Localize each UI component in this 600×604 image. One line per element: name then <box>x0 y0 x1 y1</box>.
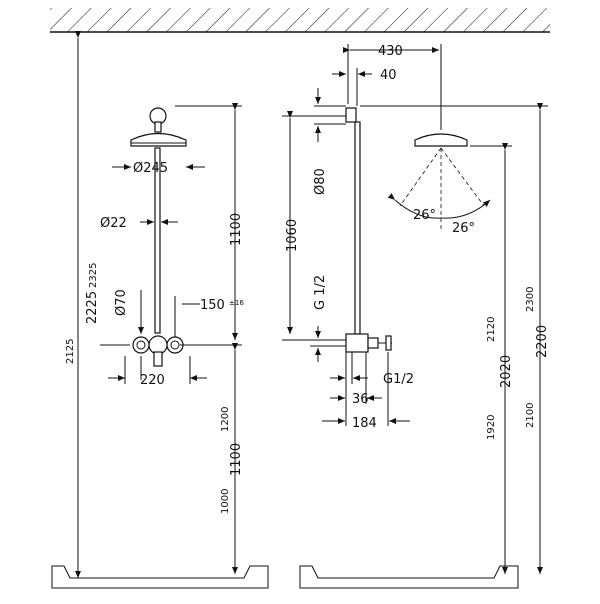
side-view-shower <box>345 105 468 353</box>
ceiling <box>50 8 550 33</box>
front-dimension-lines <box>75 31 242 578</box>
dim-head-diameter: Ø245 <box>133 161 168 176</box>
dim-pipe-diameter: Ø22 <box>100 216 127 231</box>
dim-depth-36: 36 <box>352 392 369 407</box>
dim-offset: 150 <box>200 298 225 313</box>
dim-wall-diameter: Ø80 <box>313 168 328 195</box>
dim-top-height-min: 2100 <box>525 403 536 428</box>
dim-head-height-min: 1920 <box>486 415 497 440</box>
dim-mixer-width: 220 <box>140 373 165 388</box>
dim-top-height: 2200 <box>535 325 550 358</box>
dim-head-height: 1100 <box>229 213 244 246</box>
dim-total-min: 2125 <box>65 339 76 364</box>
dim-mixer-height-max: 1200 <box>220 407 231 432</box>
dim-knob-diameter: Ø70 <box>114 289 129 316</box>
front-view-shower <box>130 107 187 367</box>
dim-angle-right: 26° <box>452 221 475 236</box>
dim-mixer-height: 1100 <box>229 443 244 476</box>
dim-total-max: 2325 <box>88 263 99 288</box>
dim-total: 2225 <box>85 291 100 324</box>
side-labels: 430 40 Ø80 1060 G 1/2 G1/2 36 184 26° 26… <box>285 44 550 440</box>
dim-reach: 430 <box>378 44 403 59</box>
dim-depth-184: 184 <box>352 416 377 431</box>
dim-angle-left: 26° <box>413 208 436 223</box>
floor-tray-right <box>299 565 519 589</box>
dim-pipe-height: 1060 <box>285 219 300 252</box>
dim-mixer-height-min: 1000 <box>220 489 231 514</box>
dim-head-height-max: 2120 <box>486 317 497 342</box>
dim-head-height: 2020 <box>499 355 514 388</box>
floor-tray-left <box>51 565 269 589</box>
dim-top-height-max: 2300 <box>525 287 536 312</box>
dim-thread-horizontal: G1/2 <box>383 372 414 387</box>
dim-thread-vertical: G 1/2 <box>313 275 328 310</box>
side-dimension-lines <box>282 44 548 574</box>
dim-wall-gap: 40 <box>380 68 397 83</box>
front-labels: Ø245 Ø22 Ø70 1100 150 ±16 220 1100 1200 … <box>65 161 244 514</box>
dim-offset-tolerance: ±16 <box>229 299 244 307</box>
